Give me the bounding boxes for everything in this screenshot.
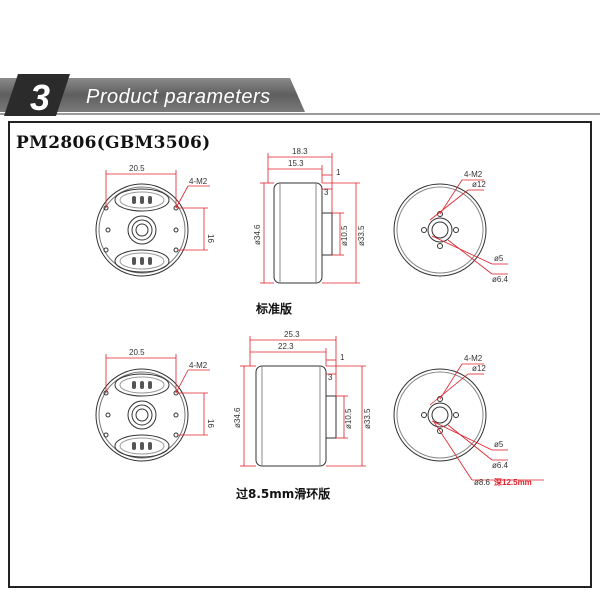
standard-back-view: 4-M2 ø12 ø5 ø6.4 xyxy=(393,170,509,284)
mounting-hole xyxy=(103,432,109,438)
back-bore xyxy=(431,406,449,424)
height-dimension: 16 xyxy=(206,234,215,243)
width-dimension: 20.5 xyxy=(129,164,145,173)
body-length: 22.3 xyxy=(278,342,294,351)
banner-band xyxy=(0,78,305,112)
height-dimension: 16 xyxy=(206,419,215,428)
standard-version-caption: 标准版 xyxy=(256,302,293,316)
back-bore xyxy=(431,221,449,239)
slip-ring-side-view: 25.3 22.3 1 3 ø34.6 ø10.5 ø33.5 xyxy=(233,330,372,467)
shaft-step: 3 xyxy=(328,373,333,382)
standard-front-view: 20.5 4-M2 16 xyxy=(95,164,215,277)
body-diameter: ø34.6 xyxy=(253,224,262,245)
shaft-diameter: ø10.5 xyxy=(344,408,353,429)
mounting-hole xyxy=(105,227,111,233)
overall-length: 18.3 xyxy=(292,147,308,156)
body-length: 15.3 xyxy=(288,159,304,168)
flange-step: 1 xyxy=(340,353,345,362)
hole-spec: 4-M2 xyxy=(189,361,208,370)
outer-diameter: ø33.5 xyxy=(363,408,372,429)
section-number: 3 xyxy=(30,77,50,118)
motor-shaft-boss xyxy=(325,395,337,439)
mounting-hole xyxy=(173,247,179,253)
mounting-hole xyxy=(173,432,179,438)
bore-diameter: ø5 xyxy=(494,440,504,449)
motor-shaft-boss xyxy=(321,212,333,256)
section-title: Product parameters xyxy=(86,86,271,108)
boss-diameter: ø6.4 xyxy=(492,275,509,284)
boss-diameter: ø6.4 xyxy=(492,461,509,470)
drawing-frame xyxy=(8,121,592,588)
model-title: PM2806(GBM3506) xyxy=(16,133,211,153)
bore-diameter: ø5 xyxy=(494,254,504,263)
front-outer-circle xyxy=(95,183,189,277)
front-hub xyxy=(127,215,157,245)
hole-spec: 4-M2 xyxy=(189,177,208,186)
body-diameter: ø34.6 xyxy=(233,407,242,428)
section-header-banner: 3 Product parameters xyxy=(0,74,600,118)
back-outer-circle xyxy=(393,368,487,462)
width-dimension: 20.5 xyxy=(129,348,145,357)
front-slot-bottom xyxy=(114,434,170,458)
overall-length: 25.3 xyxy=(284,330,300,339)
hole-leader xyxy=(175,185,189,209)
back-outer-circle xyxy=(393,183,487,277)
slip-ring-version-caption: 过8.5mm滑环版 xyxy=(236,487,331,501)
mounting-hole xyxy=(173,227,179,233)
front-slot-bottom xyxy=(114,249,170,273)
hole-leader xyxy=(175,369,189,394)
mounting-hole xyxy=(173,412,179,418)
mounting-hole xyxy=(103,247,109,253)
hole-depth-note: 深12.5mm xyxy=(494,477,532,487)
flange-step: 1 xyxy=(336,168,341,177)
front-slot-top xyxy=(114,373,170,397)
motor-body xyxy=(255,365,327,467)
pcd-diameter: ø12 xyxy=(472,180,486,189)
through-hole-leader xyxy=(433,421,473,481)
back-hole-spec: 4-M2 xyxy=(464,170,483,179)
standard-side-view: 18.3 15.3 1 3 ø34.6 ø10.5 ø33.5 xyxy=(253,147,366,284)
back-hole-spec: 4-M2 xyxy=(464,354,483,363)
pcd-diameter: ø12 xyxy=(472,364,486,373)
outer-diameter: ø33.5 xyxy=(357,225,366,246)
back-hole-leader xyxy=(439,363,463,400)
shaft-diameter: ø10.5 xyxy=(340,225,349,246)
slip-ring-back-view: 4-M2 ø12 ø5 ø6.4 ø8.6 深12.5mm xyxy=(393,354,544,487)
back-hole-leader xyxy=(439,179,463,215)
shaft-step: 3 xyxy=(324,188,329,197)
slip-ring-front-view: 20.5 4-M2 16 xyxy=(95,348,215,462)
motor-body xyxy=(273,182,323,284)
front-hub xyxy=(127,400,157,430)
front-outer-circle xyxy=(95,368,189,462)
front-slot-top xyxy=(114,188,170,212)
back-boss xyxy=(427,402,453,428)
banner-number-badge xyxy=(4,74,70,116)
mounting-hole xyxy=(105,412,111,418)
front-inner-rim xyxy=(98,186,186,274)
through-hole-diameter: ø8.6 xyxy=(474,478,491,487)
back-boss xyxy=(427,217,453,243)
